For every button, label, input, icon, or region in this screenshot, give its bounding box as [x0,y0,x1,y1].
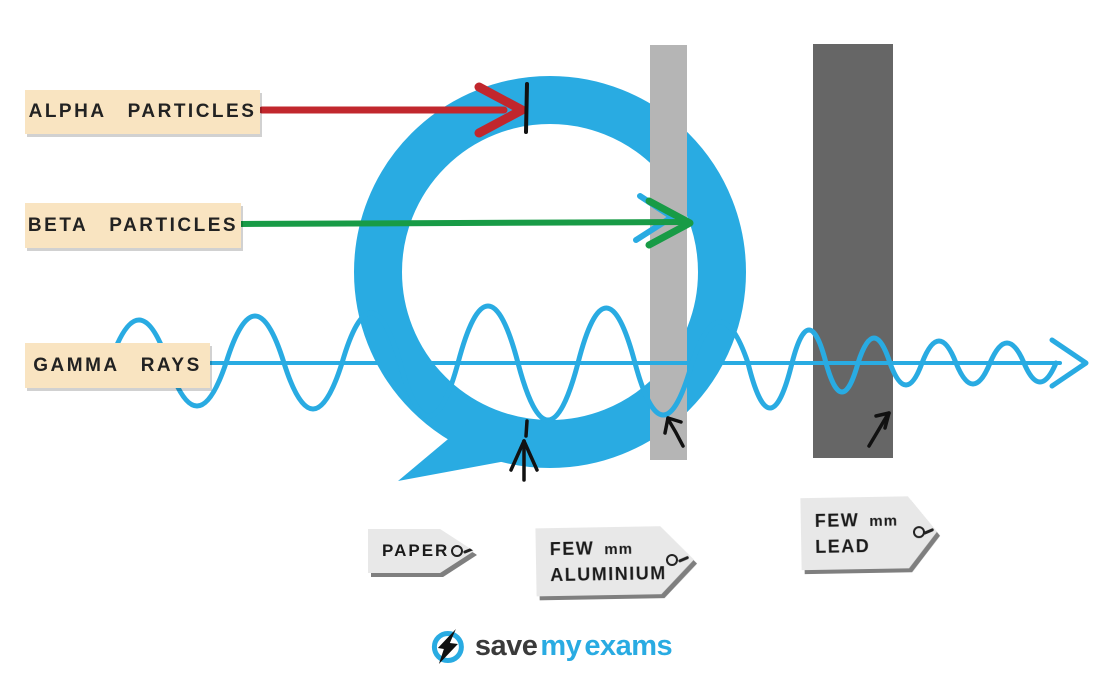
beta-arrowhead [645,197,694,249]
paper-tag: PAPER [368,529,474,573]
tag-string-icon [463,547,474,554]
lead-tag-amount: FEW [814,510,860,531]
aluminium-pointer-arrow [663,416,685,448]
beta-particles-label-text: BETA PARTICLES [27,214,239,236]
gamma-arrowhead [1049,337,1089,389]
paper-pointer-arrow [509,419,539,482]
alpha-particles-label: ALPHA PARTICLES [25,90,260,134]
lead-tag-unit: mm [869,512,899,530]
tag-hole-icon [450,545,463,557]
tag-hole-icon [665,554,677,566]
alpha-stop-tick [524,82,529,134]
beta-arrow-line [237,219,687,227]
savemyexams-logo: save my exams [428,626,673,666]
paper-sheet-ring [354,76,746,468]
lead-bar [813,44,893,458]
aluminium-tag-unit: mm [604,540,634,559]
logo-word-save: save [474,629,538,662]
savemyexams-wordmark: save my exams [474,629,673,663]
lead-pointer-arrow [867,411,891,448]
paper-tag-label: PAPER [382,540,450,560]
lightning-bolt-icon [431,629,464,664]
alpha-arrowhead [474,82,527,138]
logo-word-my: my [540,629,582,662]
gamma-rays-label: GAMMA RAYS [25,343,210,388]
gamma-wave [107,303,1059,423]
aluminium-tag-amount: FEW [549,538,595,560]
paper-ring-tail [398,419,506,481]
alpha-particles-label-text: ALPHA PARTICLES [28,101,257,122]
gamma-rays-label-text: GAMMA RAYS [33,354,202,376]
beta-particles-label: BETA PARTICLES [25,203,241,248]
logo-word-exams: exams [584,629,673,662]
